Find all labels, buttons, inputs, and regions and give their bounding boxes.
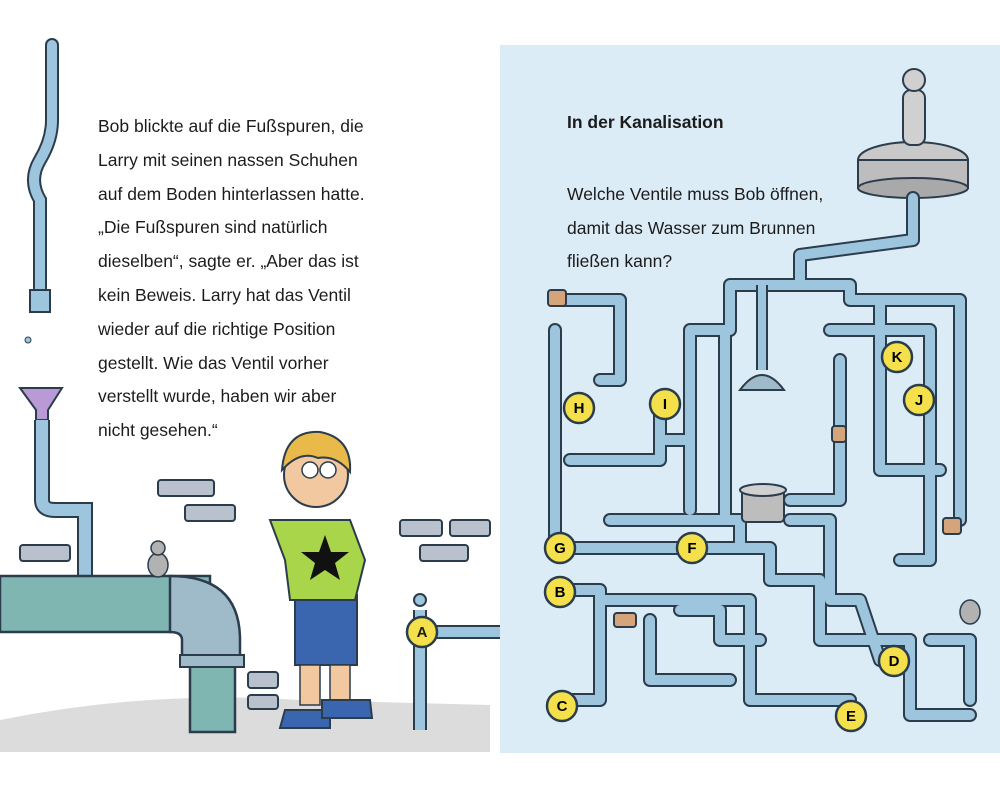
story-line: Bob blickte auf die Fußspuren, die [98, 116, 364, 136]
story-line: „Die Fußspuren sind natürlich [98, 217, 328, 238]
valve-f[interactable]: F [675, 531, 709, 565]
story-line: nicht gesehen.“ [98, 420, 218, 441]
maze-pipe-fill [550, 325, 565, 553]
maze-pipe-fill [905, 635, 975, 720]
valve-c-label: C [557, 698, 568, 715]
valve-g-label: G [554, 540, 566, 557]
mouse-right [959, 599, 981, 625]
valve-a-label: A [417, 624, 428, 641]
story-line: Larry mit seinen nassen Schuhen [98, 149, 358, 170]
pipe-elbow [168, 574, 242, 662]
valve-b-label: B [555, 584, 566, 601]
valve-k-label: K [892, 349, 903, 366]
maze-pipe-fill [645, 615, 735, 685]
story-line: gestellt. Wie das Ventil vorher [98, 352, 329, 373]
wall-bricks [19, 479, 491, 710]
valve-k[interactable]: K [880, 340, 914, 374]
valve-d-label: D [889, 653, 900, 670]
valve-g[interactable]: G [543, 531, 577, 565]
valve-j-label: J [915, 392, 923, 409]
maze-pipe-fill [785, 355, 845, 505]
funnel-pipe [36, 420, 91, 590]
valve-j[interactable]: J [902, 383, 936, 417]
valve-e-label: E [846, 708, 856, 725]
valve-b[interactable]: B [543, 575, 577, 609]
valve-i[interactable]: I [648, 387, 682, 421]
valve-d[interactable]: D [877, 644, 911, 678]
valve-a[interactable]: A [405, 615, 439, 649]
maze-pipe-fill [555, 585, 605, 705]
maze-pipe-fill [565, 395, 665, 465]
corks [547, 289, 962, 628]
mouse [147, 552, 169, 578]
shower-head [738, 285, 786, 391]
valve-i-label: I [663, 396, 667, 413]
maze-pipe-fill [550, 295, 625, 385]
question-line: Welche Ventile muss Bob öffnen, [567, 184, 824, 204]
maze-pipe-fill [825, 325, 935, 565]
hair [280, 430, 352, 475]
puzzle-title: In der Kanalisation [567, 112, 724, 132]
story-line: wieder auf die richtige Position [98, 318, 336, 339]
star-icon [301, 535, 349, 580]
story-line: dieselben“, sagte er. „Aber das ist [98, 251, 359, 272]
question-line: fließen kann? [567, 251, 673, 271]
maze-pipe-fill [925, 635, 975, 705]
maze-pipe [548, 293, 627, 387]
question-line: damit das Wasser zum Brunnen [567, 217, 816, 238]
pipe-maze [547, 68, 981, 722]
left-page: Bob blickte auf die Fußspuren, die Larry… [0, 38, 500, 752]
story-line: auf dem Boden hinterlassen hatte. [98, 183, 365, 204]
valve-c[interactable]: C [545, 689, 579, 723]
valve-f-label: F [687, 540, 696, 557]
maze-pipe-fill [735, 543, 915, 645]
maze-pipe-fill [785, 515, 885, 665]
puzzle-question: Welche Ventile muss Bob öffnen, damit da… [567, 178, 823, 279]
story-text: Bob blickte auf die Fußspuren, die Larry… [98, 110, 418, 448]
maze-pipe-fill [605, 515, 745, 553]
drain-pipe [29, 40, 57, 295]
maze-pipe-fill [875, 295, 945, 475]
valve-h-label: H [574, 400, 585, 417]
maze-pipe [903, 633, 977, 722]
boy-bob [268, 430, 374, 729]
maze-pipe-fill [655, 335, 695, 445]
maze-pipe-fill [795, 280, 965, 525]
maze-pipe-fill [675, 605, 765, 645]
valve-e[interactable]: E [834, 699, 868, 733]
story-line: verstellt wurde, haben wir aber [98, 386, 337, 407]
right-page: In der Kanalisation Welche Ventile muss … [500, 0, 1000, 800]
faucet [29, 289, 51, 313]
funnel [18, 387, 64, 421]
valve-h[interactable]: H [562, 391, 596, 425]
maze-pipe [923, 633, 977, 707]
cooking-pot [739, 483, 787, 523]
story-line: kein Beweis. Larry hat das Ventil [98, 284, 351, 305]
fountain [857, 68, 969, 199]
